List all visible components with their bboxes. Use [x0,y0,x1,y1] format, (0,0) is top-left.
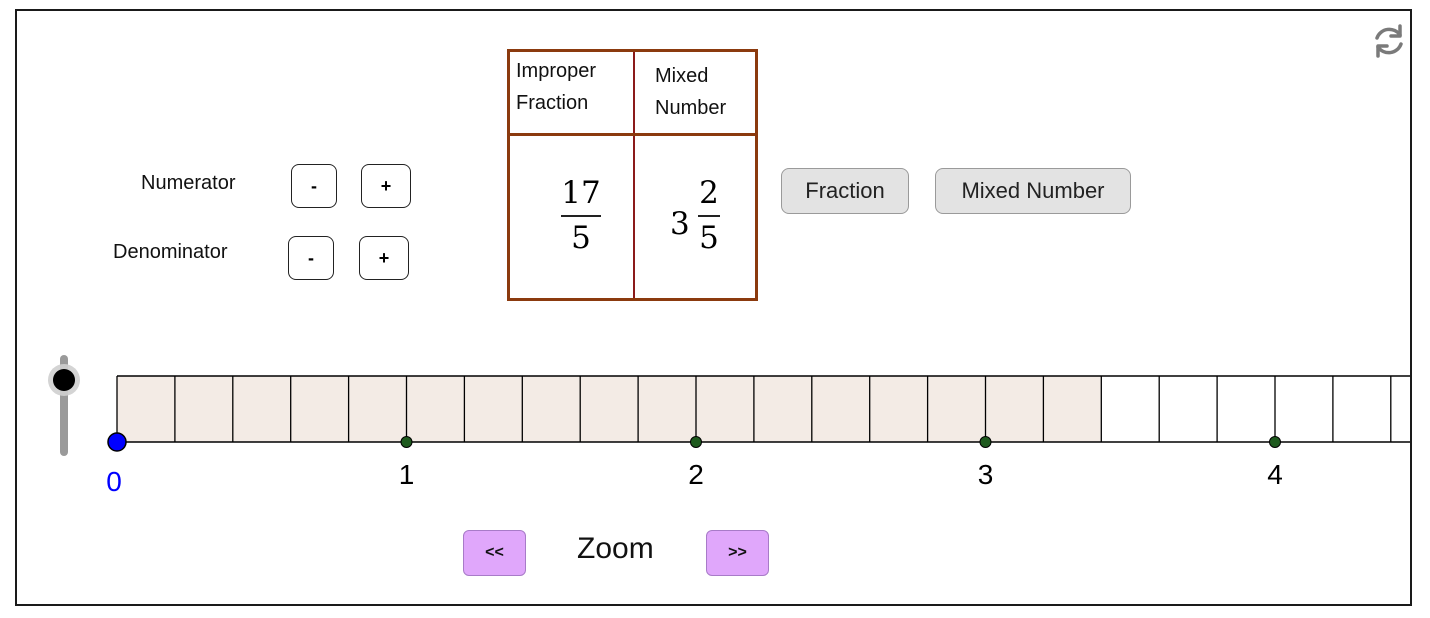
improper-denominator: 5 [571,219,591,256]
header-improper-line1: Improper [516,60,597,82]
table-column-divider [633,52,635,298]
tick-label: 0 [106,466,122,497]
header-mixed-number: Mixed Number [655,60,726,124]
draggable-point[interactable] [107,432,127,452]
slider-handle[interactable] [53,369,75,391]
tick-label: 4 [1267,459,1283,490]
fraction-table: Improper Fraction Mixed Number 17 5 3 2 … [507,49,758,301]
denominator-plus-button[interactable]: + [359,236,409,280]
header-improper-line2: Fraction [516,92,589,114]
numerator-minus-button[interactable]: - [291,164,337,208]
tick-label: 1 [399,459,415,490]
integer-dot [690,436,702,448]
zoom-in-button[interactable]: >> [706,530,769,576]
zoom-label: Zoom [577,532,654,565]
denominator-minus-button[interactable]: - [288,236,334,280]
numerator-plus-button[interactable]: + [361,164,411,208]
number-line: 0 1 2 3 4 [48,355,1410,497]
improper-fraction-value: 17 5 [561,175,601,256]
mixed-number-button[interactable]: Mixed Number [935,168,1131,214]
header-mixed-line1: Mixed [655,65,709,87]
header-mixed-line2: Number [655,97,727,119]
mixed-fraction-part: 2 5 [698,175,720,256]
integer-dot [1269,436,1281,448]
denominator-label: Denominator [113,241,228,263]
tick-label: 2 [688,459,704,490]
tick-label: 3 [978,459,994,490]
integer-dot [979,436,992,448]
mixed-whole: 3 [670,206,690,242]
fraction-button[interactable]: Fraction [781,168,909,214]
mixed-fraction-bar [698,215,720,217]
header-improper-fraction: Improper Fraction [516,55,596,119]
numerator-label: Numerator [141,172,236,194]
shaded-region [117,376,1102,442]
integer-dot [400,436,413,448]
mixed-numerator: 2 [699,175,719,211]
applet-canvas: Numerator - + Denominator - + Improper F… [15,9,1412,606]
table-header-divider [510,133,755,136]
reset-icon[interactable] [1369,21,1409,61]
zoom-out-button[interactable]: << [463,530,526,576]
improper-fraction-bar [561,215,601,217]
mixed-denominator: 5 [699,219,719,256]
improper-numerator: 17 [561,175,601,211]
